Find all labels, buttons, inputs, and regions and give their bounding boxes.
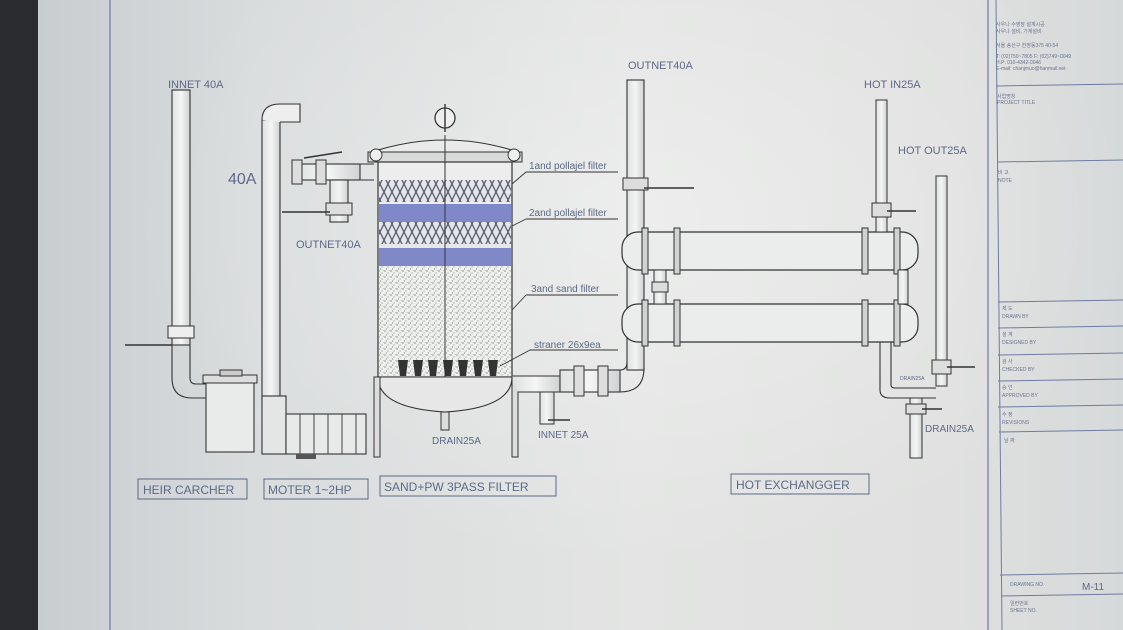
diagram-labels: INNET 40A 40A OUTNET40A OUTNET40A HOT IN…	[168, 60, 974, 447]
title-revisions: REVISIONS	[1002, 420, 1030, 426]
title-project: PROJECT TITLE	[997, 100, 1036, 106]
title-company-line-6: E-mail: chanjmuo@hanmail.net	[996, 66, 1066, 72]
piping-diagram: INNET 40A 40A OUTNET40A OUTNET40A HOT IN…	[109, 0, 1123, 630]
drawing-sheet: INNET 40A 40A OUTNET40A OUTNET40A HOT IN…	[38, 0, 1123, 630]
title-drawn-by-ko: 제 도	[1002, 305, 1013, 312]
component-captions: HEIR CARCHER MOTER 1~2HP SAND+PW 3PASS F…	[137, 473, 870, 500]
border-title-inner	[995, 0, 1003, 630]
title-note-ko: 비 고	[998, 169, 1009, 176]
outlet-and-inlet-piping	[512, 79, 694, 425]
title-revisions-ko: 수 정	[1002, 411, 1013, 418]
title-company-line-2: 사우나 설비, 기계설비	[996, 28, 1042, 35]
label-drain-small: DRAIN25A	[900, 376, 925, 382]
label-outnet-40a-left: OUTNET40A	[296, 239, 361, 251]
label-drain-right: DRAIN25A	[925, 424, 974, 435]
label-strainer: straner 26x9ea	[534, 340, 601, 351]
upper-piping	[282, 151, 374, 223]
title-checked-by: CHECKED BY	[1002, 367, 1035, 373]
label-outnet-40a-top: OUTNET40A	[628, 60, 693, 72]
hair-catcher	[125, 89, 258, 453]
title-sheet-no-ko: 일련번호	[1010, 600, 1029, 607]
label-hot-out: HOT OUT25A	[898, 145, 968, 157]
title-company-line-4: T: (02)750~7805 F: (02)749~0049	[996, 54, 1071, 60]
title-company-line-5: H.P: 010-4342-0046	[996, 60, 1041, 66]
label-filter-1: 1and pollajel filter	[529, 161, 607, 172]
caption-motor: MOTER 1~2HP	[268, 483, 352, 497]
label-filter-3: 3and sand filter	[531, 284, 600, 295]
title-approved-by: APPROVED BY	[1002, 393, 1039, 399]
title-project-ko: 사업명칭	[997, 93, 1015, 100]
heat-exchanger	[621, 99, 975, 459]
title-drawing-no-label: DRAWING NO.	[1010, 582, 1044, 588]
label-innet-25a: INNET 25A	[538, 430, 589, 441]
label-hot-in: HOT IN25A	[864, 79, 921, 91]
title-designed-by: DESIGNED BY	[1002, 340, 1037, 346]
title-checked-by-ko: 검 사	[1002, 358, 1013, 365]
title-approved-by-ko: 승 인	[1002, 384, 1013, 391]
title-sheet-no: SHEET NO.	[1010, 608, 1037, 614]
title-drawing-no: M-11	[1082, 582, 1104, 593]
title-company-line-3: 서울 송산구 한정동375 40-54	[996, 42, 1058, 49]
caption-heat-exchanger: HOT EXCHANGGER	[736, 478, 850, 492]
label-filter-2: 2and pollajel filter	[529, 208, 607, 219]
leader-lines	[499, 171, 618, 367]
motor	[261, 103, 367, 459]
title-date-ko: 날 짜	[1004, 437, 1015, 444]
title-drawn-by: DRAWN BY	[1002, 314, 1029, 320]
title-note: NOTE	[998, 178, 1013, 184]
title-block: 사우나 수영장 설계시공 사우나 설비, 기계설비 서울 송산구 한정동375 …	[995, 21, 1123, 614]
title-company-line-1: 사우나 수영장 설계시공	[996, 21, 1045, 28]
caption-sand-filter: SAND+PW 3PASS FILTER	[384, 480, 529, 494]
title-designed-by-ko: 설 계	[1002, 331, 1013, 338]
sand-filter-tank	[367, 104, 523, 458]
label-drain-center: DRAIN25A	[432, 436, 481, 447]
label-40a: 40A	[228, 171, 257, 188]
label-innet-40a: INNET 40A	[168, 79, 224, 91]
caption-hair-catcher: HEIR CARCHER	[143, 483, 235, 497]
